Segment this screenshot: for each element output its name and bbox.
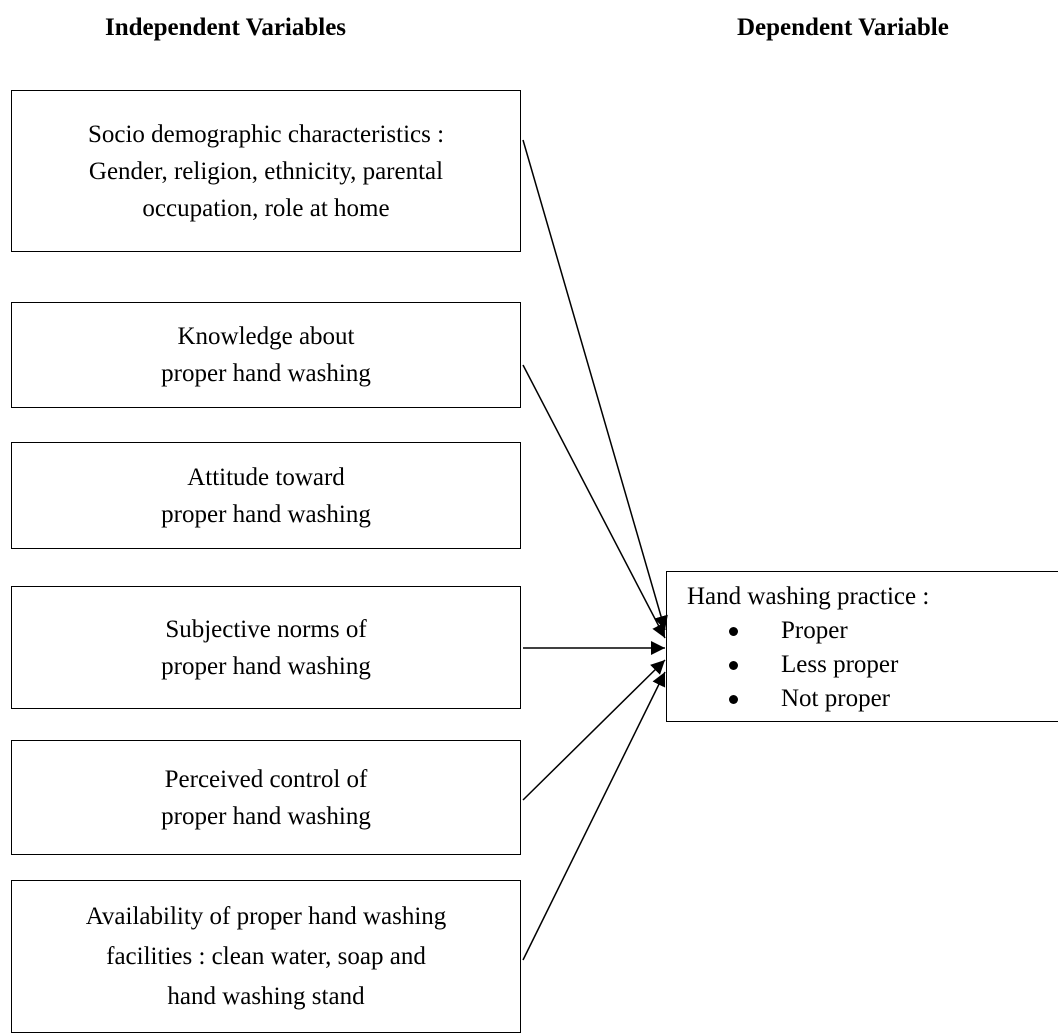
box-line: Attitude toward — [187, 463, 345, 491]
dependent-variable-title: Hand washing practice : — [687, 583, 930, 610]
box-line: Knowledge about — [177, 323, 355, 350]
box-line: Socio demographic characteristics : — [87, 120, 445, 148]
box-line: hand washing stand — [167, 982, 365, 1010]
arrow-socio-demographic — [522, 139, 668, 631]
arrow-knowledge — [522, 364, 666, 639]
knowledge-box: Knowledge about proper hand washing — [11, 302, 521, 408]
availability-facilities-box: Availability of proper hand washing faci… — [11, 880, 521, 1033]
box-line: proper hand washing — [161, 652, 371, 680]
box-line: occupation, role at home — [142, 194, 390, 222]
independent-variables-heading: Independent Variables — [105, 14, 347, 41]
hand-washing-practice-box: Hand washing practice : Proper Less prop… — [666, 571, 1058, 722]
box-line: Availability of proper hand washing — [85, 902, 447, 930]
box-line: Gender, religion, ethnicity, parental — [88, 157, 444, 185]
perceived-control-box: Perceived control of proper hand washing — [11, 740, 521, 855]
box-line: proper hand washing — [161, 360, 371, 387]
box-line: Perceived control of — [164, 765, 368, 793]
subjective-norms-box: Subjective norms of proper hand washing — [11, 586, 521, 709]
practice-level-item: Not proper — [729, 682, 1058, 716]
attitude-box: Attitude toward proper hand washing — [11, 442, 521, 549]
socio-demographic-box: Socio demographic characteristics : Gend… — [11, 90, 521, 252]
box-line: Subjective norms of — [165, 615, 367, 643]
box-line: proper hand washing — [161, 500, 371, 528]
practice-level-item: Proper — [729, 614, 1058, 648]
dependent-variable-heading: Dependent Variable — [737, 14, 949, 41]
box-line: facilities : clean water, soap and — [106, 942, 426, 970]
arrow-availability — [522, 671, 666, 961]
practice-level-list: Proper Less proper Not proper — [687, 614, 1058, 716]
practice-level-item: Less proper — [729, 648, 1058, 682]
box-line: proper hand washing — [161, 802, 371, 830]
arrow-perceived-control — [522, 659, 666, 801]
